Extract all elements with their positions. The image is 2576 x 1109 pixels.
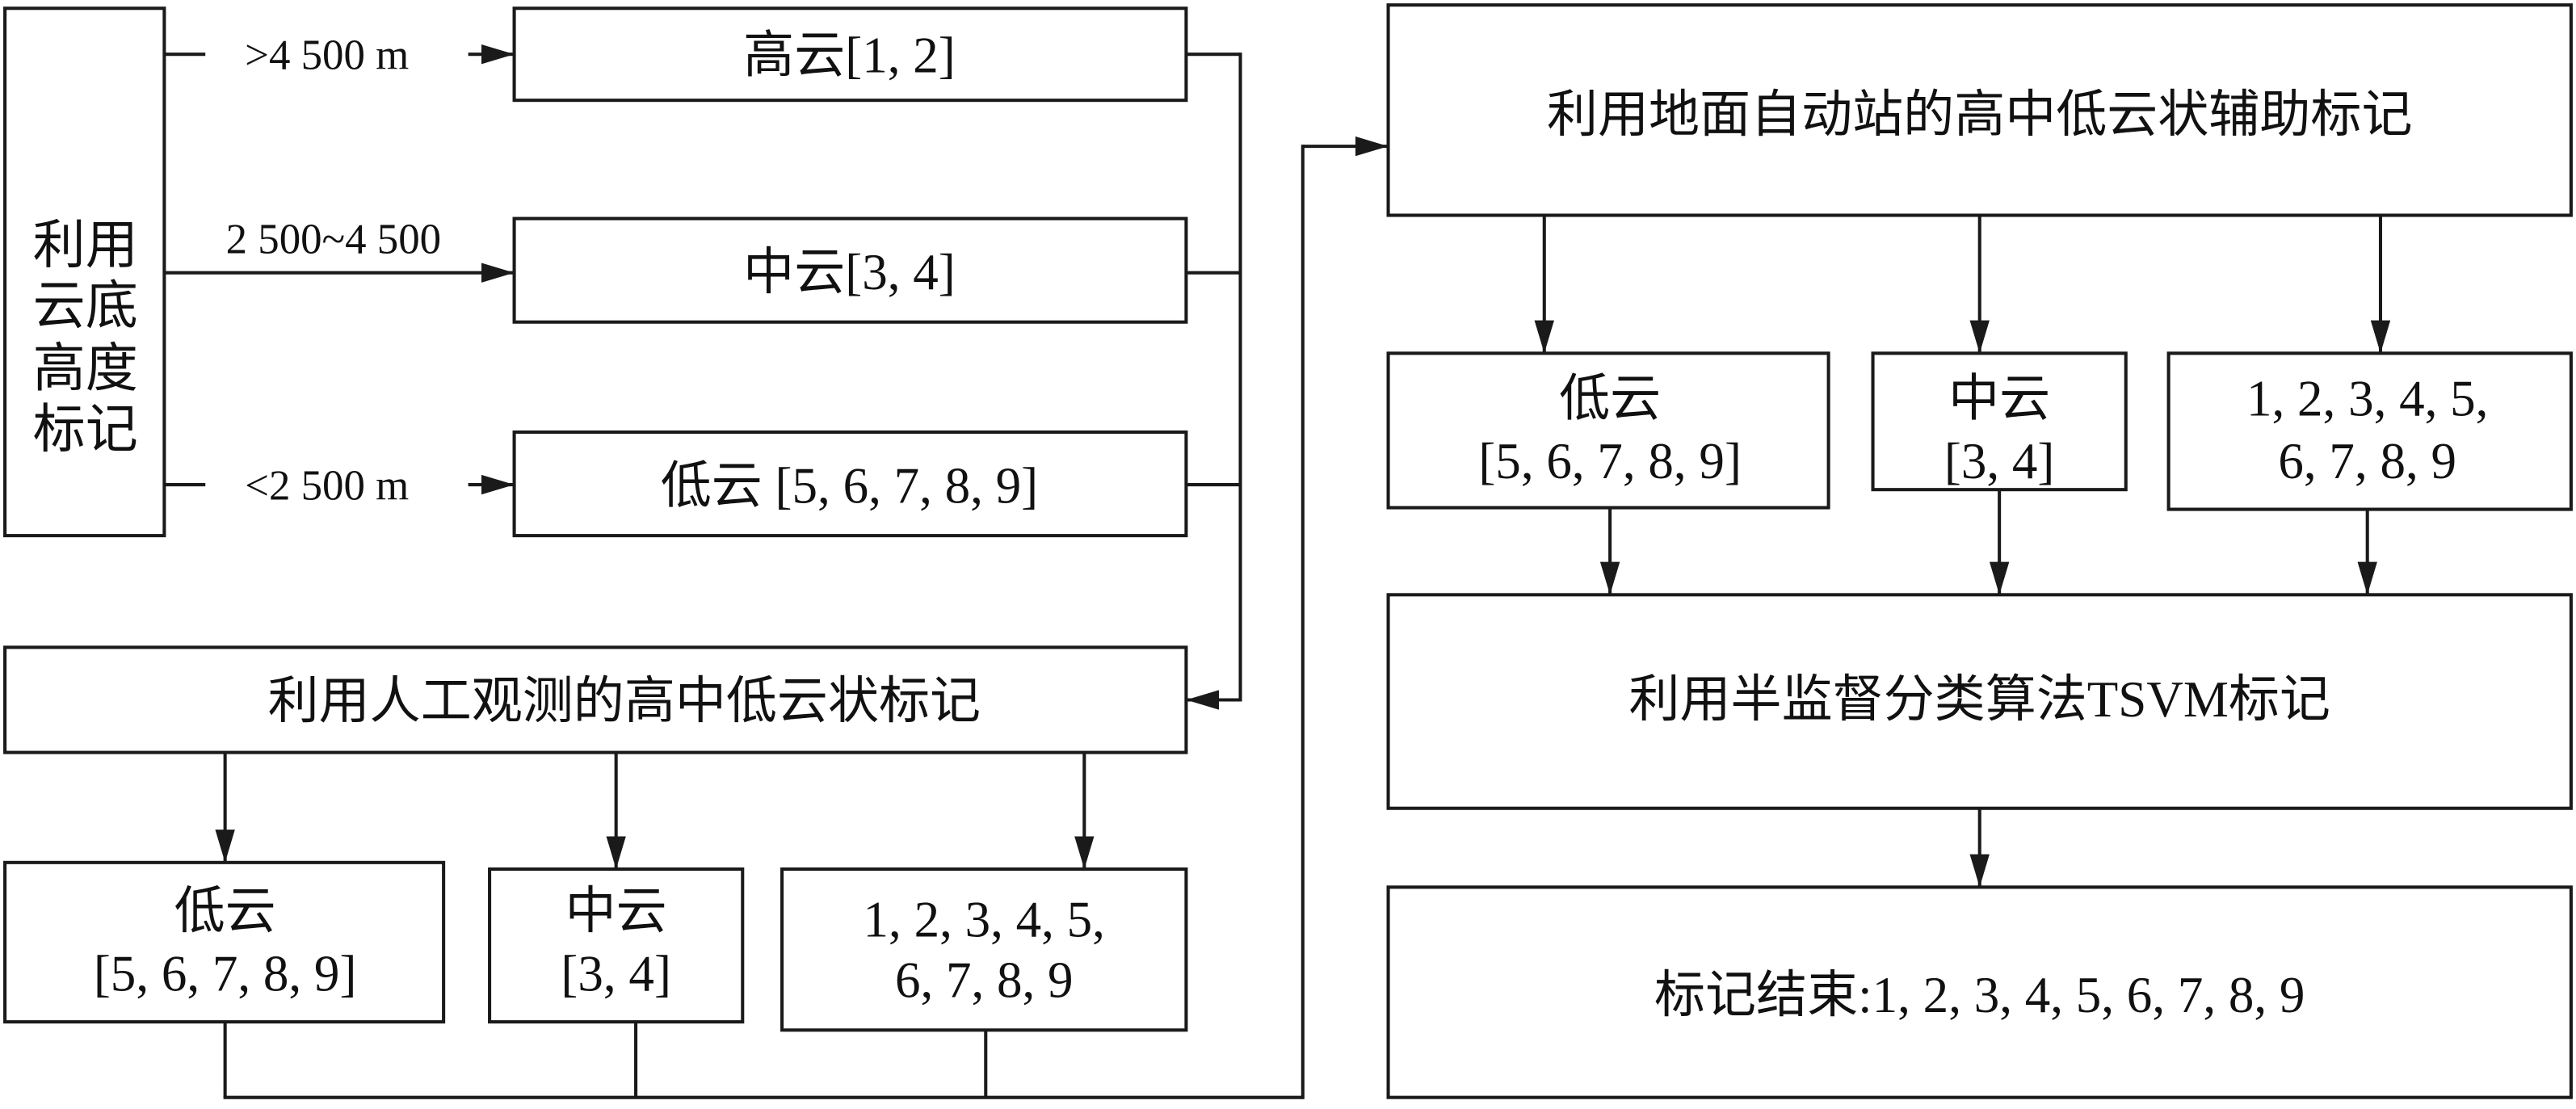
manual-all-classes-box (780, 867, 1188, 1032)
cloud-base-height-label-line-2: 云底 (33, 278, 138, 336)
auto-low-cloud-box (1386, 351, 1830, 510)
high-cloud-label: 高云[1, 2] (743, 27, 956, 84)
auto-station-label: 利用地面自动站的高中低云状辅助标记 (1547, 86, 2413, 143)
auto-all-classes-line-2: 6, 7, 8, 9 (2278, 433, 2456, 489)
mid-cloud-box (512, 216, 1188, 324)
manual-all-classes-line-2: 6, 7, 8, 9 (895, 952, 1074, 1009)
high-threshold-label: >4 500 m (245, 32, 409, 79)
manual-low-cloud-classes: [5, 6, 7, 8, 9] (94, 945, 357, 1002)
tsvm-label: 利用半监督分类算法TSVM标记 (1628, 671, 2330, 728)
manual-mid-cloud-title: 中云 (565, 883, 667, 939)
auto-all-classes-line-1: 1, 2, 3, 4, 5, (2246, 371, 2488, 427)
mid-threshold-label: 2 500~4 500 (226, 216, 441, 263)
end-box (1386, 885, 2573, 1099)
end-label: 标记结束:1, 2, 3, 4, 5, 6, 7, 8, 9 (1654, 967, 2305, 1023)
mid-cloud-label: 中云[3, 4] (743, 244, 956, 300)
tsvm-box (1386, 593, 2573, 810)
manual-observation-box (3, 645, 1188, 754)
manual-all-classes-line-1: 1, 2, 3, 4, 5, (864, 891, 1105, 947)
auto-low-cloud-classes: [5, 6, 7, 8, 9] (1478, 433, 1742, 489)
auto-station-box (1386, 3, 2573, 217)
manual-observation-label: 利用人工观测的高中低云状标记 (268, 673, 981, 729)
cloud-base-height-label-line-1: 利用 (33, 217, 138, 275)
auto-low-cloud-title: 低云 (1559, 371, 1661, 427)
auto-mid-cloud-box (1871, 351, 2128, 492)
low-cloud-label: 低云 [5, 6, 7, 8, 9] (661, 457, 1038, 514)
manual-low-cloud-title: 低云 (174, 883, 276, 939)
high-cloud-box (512, 6, 1188, 103)
manual-mid-cloud-classes: [3, 4] (561, 945, 671, 1002)
auto-all-classes-box (2166, 351, 2573, 511)
manual-mid-cloud-box (488, 867, 745, 1024)
low-threshold-label: <2 500 m (245, 462, 409, 509)
auto-mid-cloud-title: 中云 (1948, 371, 2050, 427)
cloud-base-height-label-line-3: 高度 (33, 340, 138, 398)
cloud-base-height-box (3, 6, 166, 538)
cloud-base-height-label-line-4: 标记 (33, 401, 138, 459)
auto-mid-cloud-classes: [3, 4] (1944, 433, 2055, 489)
